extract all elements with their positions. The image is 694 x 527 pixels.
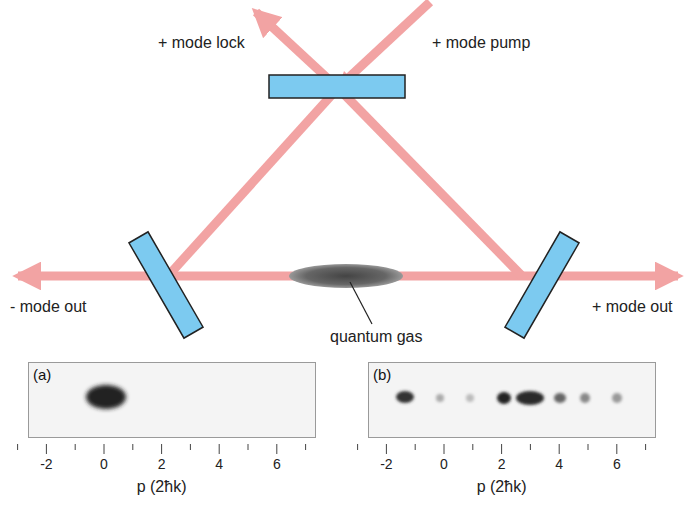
tick-number: 6	[613, 457, 621, 472]
beam-label: - mode out	[10, 298, 86, 316]
mirrors	[129, 75, 579, 338]
panel-letter: (a)	[33, 366, 51, 383]
tick-number: -2	[380, 457, 392, 472]
absorption-image-b	[368, 362, 656, 438]
tick-number: 0	[100, 457, 108, 472]
callout-label: quantum gas	[330, 328, 423, 346]
axis-ticks	[18, 444, 646, 454]
beam-label: + mode out	[592, 298, 673, 316]
image-panel: (b)	[368, 362, 656, 438]
beam-label: + mode pump	[432, 34, 530, 52]
panel-letter: (b)	[373, 366, 391, 383]
axis-title: p (2ħk)	[137, 478, 187, 496]
laser-beams	[18, 2, 678, 276]
beam-label: + mode lock	[158, 34, 245, 52]
tick-number: 0	[440, 457, 448, 472]
absorption-image-a	[28, 362, 316, 438]
tick-number: 2	[498, 457, 506, 472]
tick-number: 4	[555, 457, 563, 472]
tick-number: 4	[215, 457, 223, 472]
axis-title: p (2ħk)	[477, 478, 527, 496]
tick-number: 6	[273, 457, 281, 472]
leader-line	[350, 282, 372, 324]
tick-number: 2	[158, 457, 166, 472]
quantum-gas-cloud	[289, 264, 403, 288]
image-panel: (a)	[28, 362, 316, 438]
tick-number: -2	[40, 457, 52, 472]
